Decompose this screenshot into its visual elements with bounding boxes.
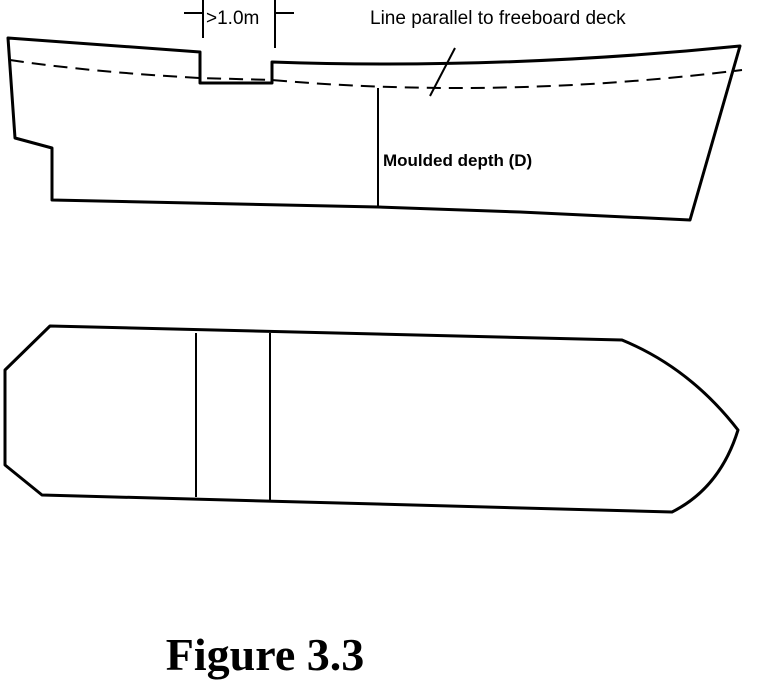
plan-view-outline bbox=[3, 324, 740, 514]
dimension-marker bbox=[184, 0, 294, 48]
figure-caption: Figure 3.3 bbox=[165, 629, 365, 680]
side-profile bbox=[6, 36, 743, 222]
label-pointer bbox=[429, 47, 456, 97]
dimension-label: >1.0m bbox=[206, 8, 259, 29]
plan-view bbox=[3, 324, 740, 514]
moulded-depth-label: Moulded depth (D) bbox=[383, 151, 532, 170]
freeboard-parallel-line bbox=[9, 59, 743, 89]
parallel-line-label: Line parallel to freeboard deck bbox=[370, 8, 626, 29]
hull-profile-outline bbox=[6, 36, 742, 222]
